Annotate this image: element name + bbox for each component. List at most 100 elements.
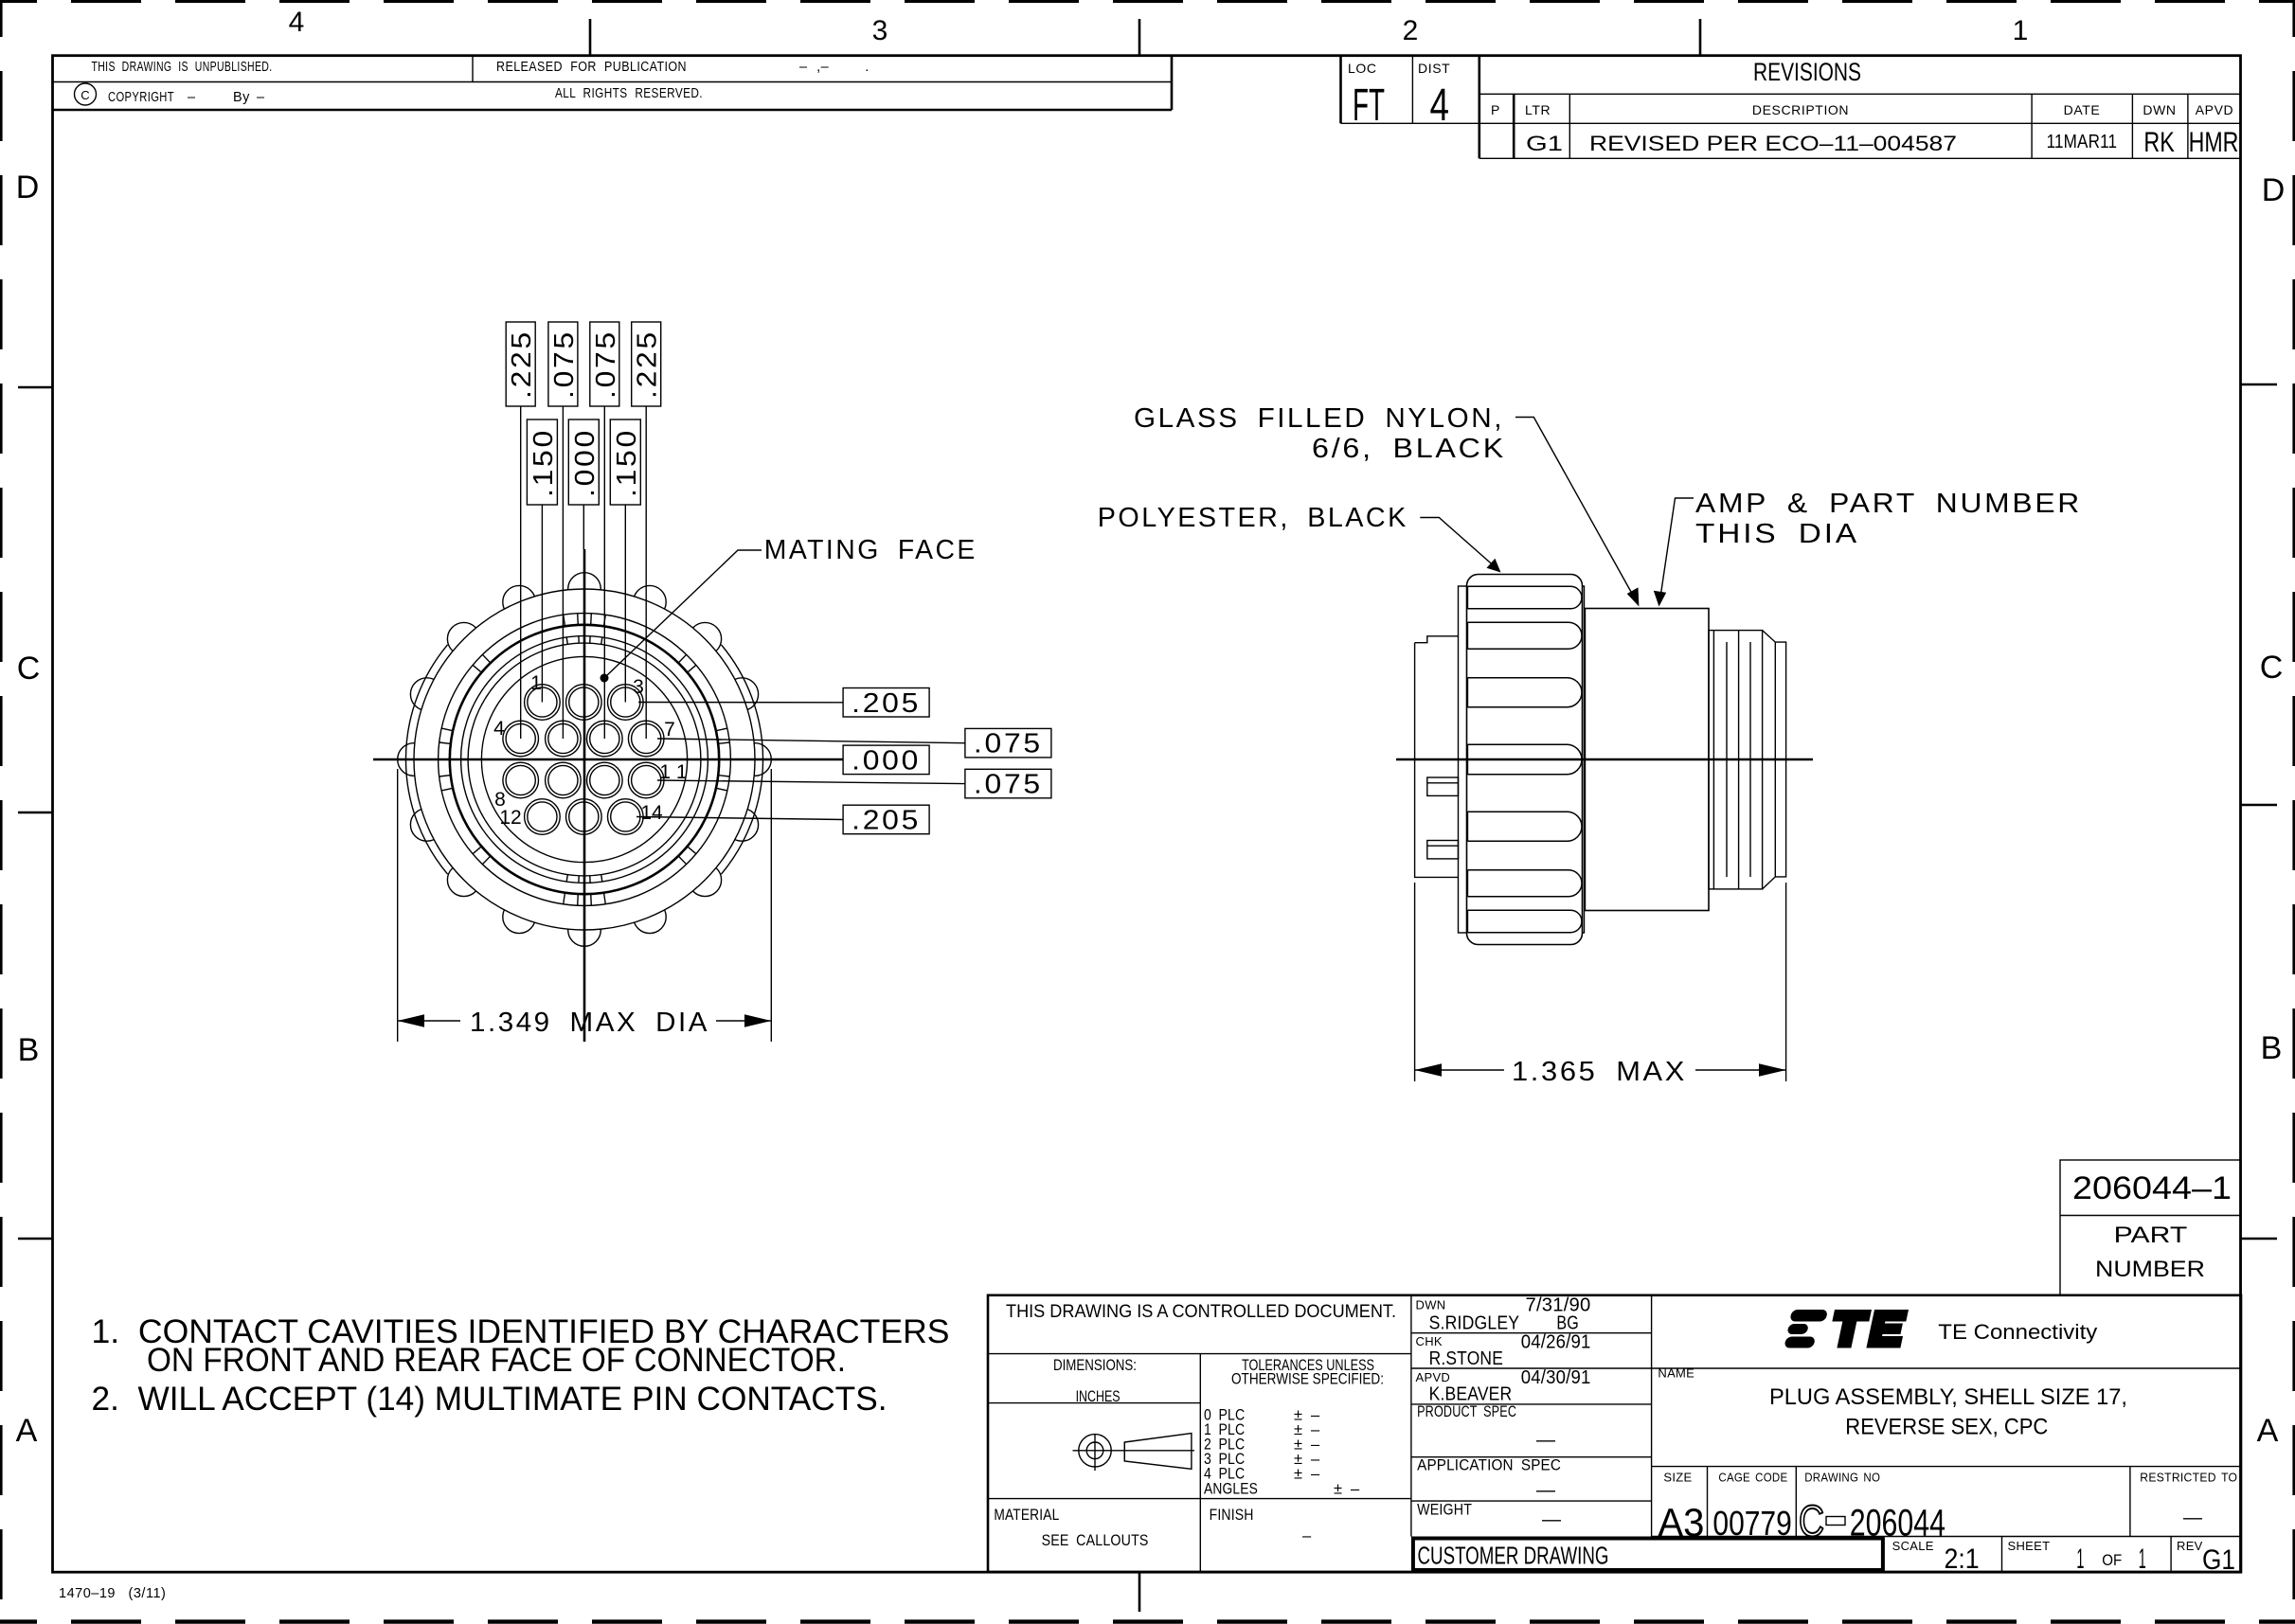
svg-text:SIZE: SIZE [1663,1471,1692,1485]
svg-text:± –: ± – [1294,1407,1320,1424]
svg-text:DWN: DWN [1416,1298,1446,1312]
svg-text:CUSTOMER DRAWING: CUSTOMER DRAWING [1418,1544,1609,1570]
svg-text:3: 3 [872,15,888,46]
svg-text:K.BEAVER: K.BEAVER [1429,1384,1513,1405]
svg-text:3 PLC: 3 PLC [1204,1451,1245,1468]
svg-text:1.365 MAX: 1.365 MAX [1512,1057,1687,1087]
svg-text:3: 3 [633,676,644,698]
svg-text:REVISED PER ECO–11–004587: REVISED PER ECO–11–004587 [1589,132,1957,155]
svg-text:–: – [257,90,265,105]
svg-text:G1: G1 [1526,132,1563,155]
svg-text:12: 12 [499,807,521,829]
svg-text:4: 4 [1430,80,1450,131]
svg-text:LTR: LTR [1525,102,1551,117]
svg-text:.205: .205 [852,688,921,719]
svg-text:SEE CALLOUTS: SEE CALLOUTS [1042,1532,1149,1549]
svg-text:APVD: APVD [2196,102,2234,117]
svg-text:FINISH: FINISH [1210,1507,1254,1524]
svg-text:ON FRONT AND REAR FACE OF: ON FRONT AND REAR FACE OF CONNECTOR. [147,1342,846,1379]
svg-text:LOC: LOC [1348,61,1377,76]
svg-text:S.RIDGLEY: S.RIDGLEY [1429,1313,1520,1334]
svg-text:PART: PART [2114,1222,2188,1248]
svg-text:PRODUCT SPEC: PRODUCT SPEC [1417,1403,1516,1420]
svg-text:TOLERANCES UNLESS: TOLERANCES UNLESS [1242,1356,1374,1374]
svg-text:.225: .225 [507,330,537,399]
svg-text:0 PLC: 0 PLC [1204,1407,1245,1424]
svg-text:.150: .150 [529,428,559,497]
svg-text:—: — [2183,1508,2202,1528]
svg-text:± –: ± – [1294,1437,1320,1454]
svg-text:MATERIAL: MATERIAL [994,1507,1059,1524]
svg-text:—: — [1536,1480,1555,1501]
svg-text:POLYESTER, BLACK: POLYESTER, BLACK [1098,503,1408,533]
svg-text:1: 1 [2013,15,2029,46]
svg-text:ALL RIGHTS RESERVED.: ALL RIGHTS RESERVED. [555,86,703,101]
svg-text:.000: .000 [852,745,921,776]
svg-text:00779: 00779 [1712,1504,1791,1543]
svg-text:THIS DRAWING IS A CONTROLL: THIS DRAWING IS A CONTROLLED DOCUMENT. [1006,1302,1396,1322]
svg-text:4: 4 [289,7,305,38]
svg-text:7/31/90: 7/31/90 [1526,1295,1591,1316]
svg-text:± –: ± – [1334,1481,1360,1498]
svg-text:DIMENSIONS:: DIMENSIONS: [1053,1356,1137,1374]
svg-text:—: — [1542,1509,1561,1530]
svg-text:INCHES: INCHES [1076,1387,1121,1405]
svg-text:2. WILL ACCEPT (14) MULTIM: 2. WILL ACCEPT (14) MULTIMATE PIN CONTAC… [92,1381,888,1418]
svg-text:B: B [18,1032,40,1068]
svg-text:1: 1 [530,672,542,694]
svg-text:.075: .075 [974,729,1043,759]
svg-text:OTHERWISE SPECIFIED:: OTHERWISE SPECIFIED: [1231,1370,1384,1388]
svg-text:A: A [2257,1413,2279,1449]
svg-text:± –: ± – [1294,1466,1320,1483]
svg-text:AMP & PART NUMBER: AMP & PART NUMBER [1695,489,2082,519]
svg-text:.075: .075 [591,330,621,399]
svg-text:6/6, BLACK: 6/6, BLACK [1312,434,1506,464]
svg-text:8: 8 [494,789,506,811]
svg-text:.205: .205 [852,806,921,836]
svg-text:DATE: DATE [2064,102,2101,117]
svg-text:HMR: HMR [2189,127,2239,158]
svg-text:.075: .075 [549,330,580,399]
svg-text:04/26/91: 04/26/91 [1521,1332,1591,1353]
svg-text:14: 14 [640,802,663,824]
svg-text:NAME: NAME [1658,1366,1694,1381]
svg-text:11MAR11: 11MAR11 [2047,132,2118,152]
svg-text:2:1: 2:1 [1945,1544,1980,1575]
svg-text:P: P [1491,102,1500,117]
svg-text:REV: REV [2177,1539,2203,1553]
svg-text:ANGLES: ANGLES [1204,1481,1258,1498]
svg-text:1 1: 1 1 [659,761,687,783]
svg-text:1: 1 [2076,1544,2084,1575]
svg-text:7: 7 [664,719,675,741]
svg-text:THIS DRAWING IS UNPUBLISHED: THIS DRAWING IS UNPUBLISHED. [92,60,273,75]
svg-text:FT: FT [1353,80,1385,131]
svg-text:APPLICATION SPEC: APPLICATION SPEC [1417,1457,1561,1474]
svg-text:1: 1 [2139,1544,2146,1575]
svg-text:WEIGHT: WEIGHT [1417,1502,1472,1519]
svg-text:04/30/91: 04/30/91 [1521,1367,1591,1388]
svg-text:REVISIONS: REVISIONS [1753,58,1861,86]
svg-text:REVERSE SEX, CPC: REVERSE SEX, CPC [1845,1415,2048,1440]
svg-text:CAGE CODE: CAGE CODE [1718,1471,1787,1485]
svg-text:A: A [16,1413,38,1449]
svg-text:1.349 MAX DIA: 1.349 MAX DIA [470,1008,709,1038]
svg-text:2: 2 [1403,15,1419,46]
svg-text:GLASS FILLED NYLON,: GLASS FILLED NYLON, [1134,403,1504,434]
svg-text:BG: BG [1556,1313,1579,1334]
svg-text:THIS DIA: THIS DIA [1695,519,1859,549]
svg-text:C: C [81,88,89,102]
svg-text:206044: 206044 [1850,1503,1945,1544]
svg-text:MATING FACE: MATING FACE [764,535,977,565]
svg-text:.225: .225 [633,330,663,399]
svg-text:DRAWING NO: DRAWING NO [1804,1471,1880,1485]
svg-text:R.STONE: R.STONE [1429,1348,1503,1369]
svg-text:RESTRICTED TO: RESTRICTED TO [2140,1471,2237,1485]
svg-text:C: C [17,651,41,687]
svg-text:CHK: CHK [1416,1334,1443,1348]
svg-text:1 PLC: 1 PLC [1204,1421,1245,1438]
svg-text:.150: .150 [612,428,642,497]
svg-text:SHEET: SHEET [2008,1539,2051,1553]
svg-text:2 PLC: 2 PLC [1204,1437,1245,1454]
svg-text:1470–19 (3/11): 1470–19 (3/11) [59,1586,166,1601]
svg-text:APVD: APVD [1416,1370,1451,1384]
